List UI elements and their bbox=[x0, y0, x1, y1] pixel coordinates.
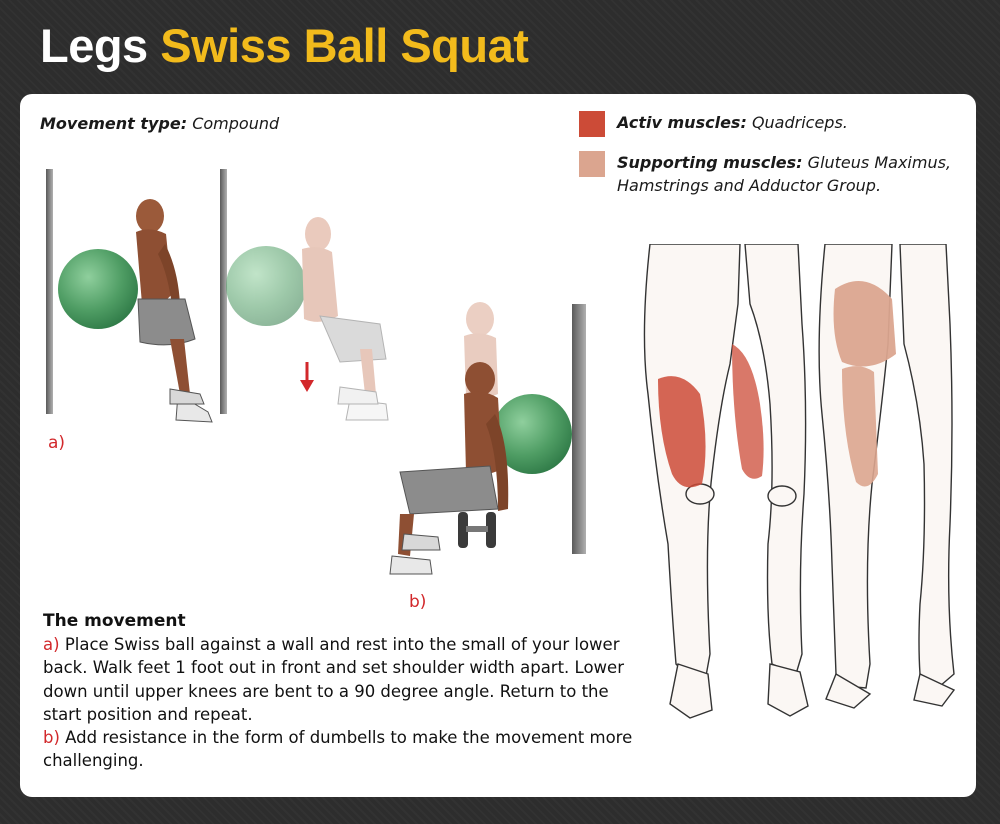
wall-left bbox=[46, 169, 53, 414]
movement-type: Movement type: Compound bbox=[40, 114, 279, 133]
gluteus-maximus bbox=[833, 281, 896, 367]
legend-supporting-value: Gluteus Maximus, Hamstrings and Adductor… bbox=[617, 153, 952, 195]
title-exercise-name: Swiss Ball Squat bbox=[160, 19, 529, 72]
wall-right bbox=[572, 304, 586, 554]
swiss-ball-b bbox=[492, 394, 572, 474]
movement-description: The movement a) Place Swiss ball against… bbox=[43, 610, 643, 772]
quadriceps-left bbox=[658, 376, 706, 488]
page-title: Legs Swiss Ball Squat bbox=[40, 18, 529, 73]
legend-supporting-label: Supporting muscles: bbox=[617, 153, 803, 172]
step-b-marker: b) bbox=[43, 728, 60, 748]
step-a-marker: a) bbox=[43, 635, 60, 655]
legend-supporting: Supporting muscles: Gluteus Maximus, Ham… bbox=[579, 151, 957, 197]
figure-b-dumbbell-squat bbox=[389, 302, 586, 575]
legend-active: Activ muscles: Quadriceps. bbox=[579, 111, 957, 137]
exercise-illustration bbox=[46, 169, 586, 575]
movement-type-value: Compound bbox=[192, 114, 280, 133]
swiss-ball-a-squat bbox=[226, 246, 306, 326]
figure-a-label: a) bbox=[48, 433, 66, 453]
supporting-swatch bbox=[579, 151, 605, 177]
movement-heading: The movement bbox=[43, 611, 186, 631]
figure-a-squat bbox=[226, 217, 389, 421]
muscle-anatomy-illustration bbox=[643, 244, 956, 719]
movement-step-a: a) Place Swiss ball against a wall and r… bbox=[43, 633, 643, 726]
quadriceps-right bbox=[732, 344, 764, 479]
content-card: Movement type: Compound Activ muscles: Q… bbox=[20, 94, 976, 797]
legend-active-value: Quadriceps. bbox=[751, 113, 848, 132]
legend-active-label: Activ muscles: bbox=[617, 113, 747, 132]
hamstrings bbox=[842, 366, 878, 487]
title-word-legs: Legs bbox=[40, 19, 148, 72]
figure-a-standing bbox=[46, 169, 227, 423]
step-a-text: Place Swiss ball against a wall and rest… bbox=[43, 635, 624, 724]
step-b-text: Add resistance in the form of dumbells t… bbox=[43, 728, 633, 771]
anterior-legs bbox=[643, 244, 809, 719]
figure-b-label: b) bbox=[409, 592, 427, 612]
movement-type-label: Movement type: bbox=[40, 114, 188, 133]
swiss-ball-a bbox=[58, 249, 138, 329]
active-swatch bbox=[579, 111, 605, 137]
movement-step-b: b) Add resistance in the form of dumbell… bbox=[43, 726, 643, 772]
dumbbell-icon bbox=[458, 512, 496, 548]
wall-middle bbox=[220, 169, 227, 414]
